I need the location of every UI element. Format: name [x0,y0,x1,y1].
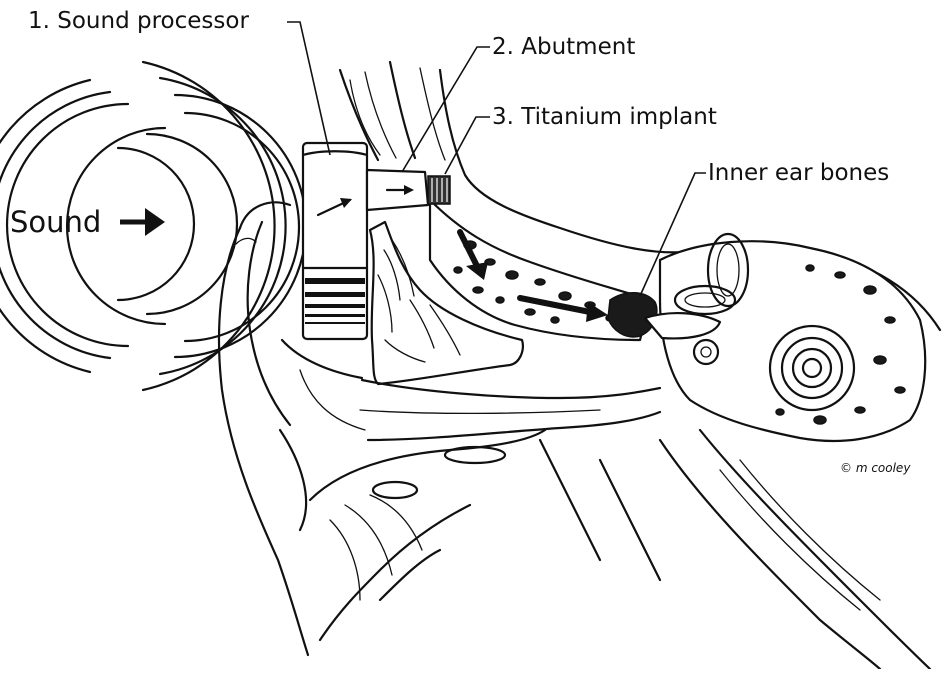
abutment-device [367,170,428,210]
label-sound-processor: 1. Sound processor [28,8,249,34]
lower-tissue [310,430,930,669]
artist-credit: © m cooley [840,461,911,475]
titanium-implant-device [428,176,450,204]
label-sound: Sound [10,205,101,239]
label-abutment: 2. Abutment [492,34,635,60]
inner-ear-region [608,234,925,441]
ear-canal [360,380,660,440]
sound-processor-device [303,143,367,339]
label-titanium-implant: 3. Titanium implant [492,104,717,130]
sound-arrow [120,208,165,236]
label-inner-ear-bones: Inner ear bones [708,160,889,186]
